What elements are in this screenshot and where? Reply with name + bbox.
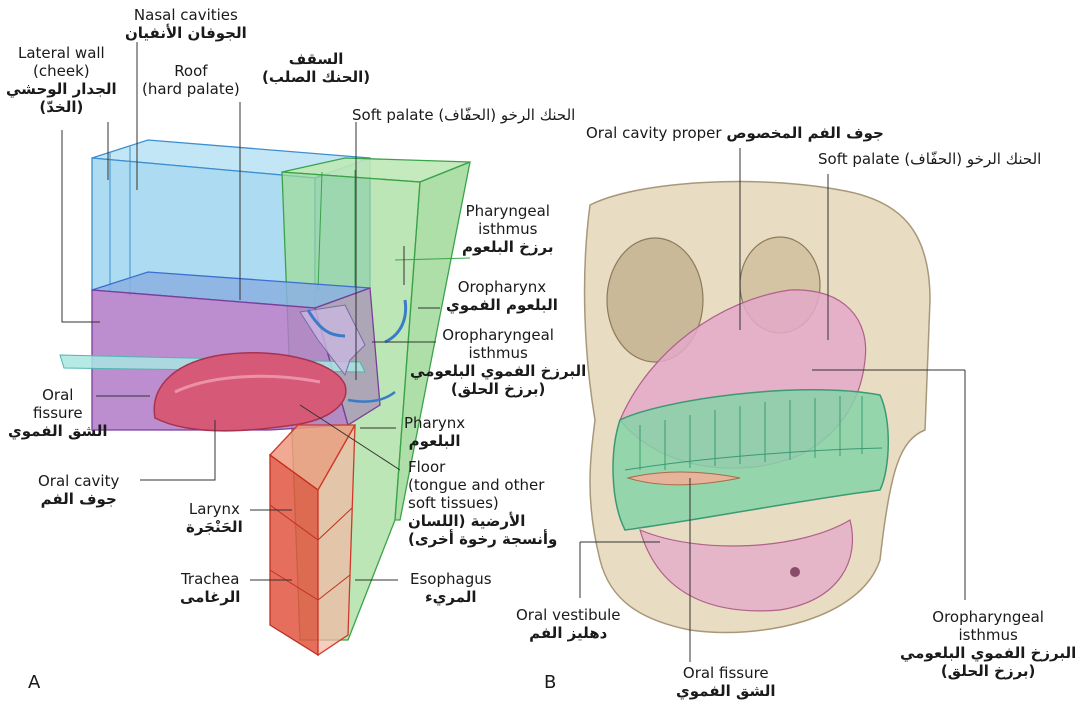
label-oropharyngeal-isthmus-a: Oropharyngeal isthmus البرزخ الفموي البل…: [410, 326, 586, 398]
label-roof: Roof (hard palate): [142, 62, 240, 98]
label-larynx: Larynx الحَنْجَرة: [186, 500, 243, 536]
skull-illustration: [585, 182, 930, 633]
label-soft-palate-b: Soft palate (الحنك الرخو (الحفّاف: [818, 150, 1041, 168]
label-nasal-cavities: Nasal cavities الجوفان الأنفيان: [125, 6, 247, 42]
label-oropharyngeal-isthmus-b: Oropharyngeal isthmus البرزخ الفموي البل…: [900, 608, 1076, 680]
panel-label-b: B: [544, 672, 556, 693]
label-oral-vestibule: Oral vestibule دهليز الفم: [516, 606, 621, 642]
label-esophagus: Esophagus المريء: [410, 570, 492, 606]
label-oral-fissure-b: Oral fissure الشق الفموي: [676, 664, 776, 700]
larynx-trachea-box: [270, 425, 355, 655]
label-oral-cavity-proper: Oral cavity proper جوف الفم المخصوص: [586, 124, 884, 142]
label-oral-fissure-a: Oral fissure الشق الفموي: [8, 386, 108, 440]
label-floor: Floor (tongue and other soft tissues) ال…: [408, 458, 557, 548]
label-lateral-wall: Lateral wall (cheek) الجدار الوحشي (الخد…: [6, 44, 117, 116]
label-roof-arabic: السقف (الحنك الصلب): [262, 50, 370, 86]
panel-label-a: A: [28, 672, 40, 693]
label-pharyngeal-isthmus: Pharyngeal isthmus برزخ البلعوم: [462, 202, 554, 256]
label-soft-palate-a: Soft palate (الحنك الرخو (الحفّاف: [352, 106, 575, 124]
label-trachea: Trachea الرغامى: [180, 570, 240, 606]
label-pharynx: Pharynx البلعوم: [404, 414, 465, 450]
label-oropharynx: Oropharynx البلعوم الفموي: [446, 278, 558, 314]
label-oral-cavity: Oral cavity جوف الفم: [38, 472, 119, 508]
